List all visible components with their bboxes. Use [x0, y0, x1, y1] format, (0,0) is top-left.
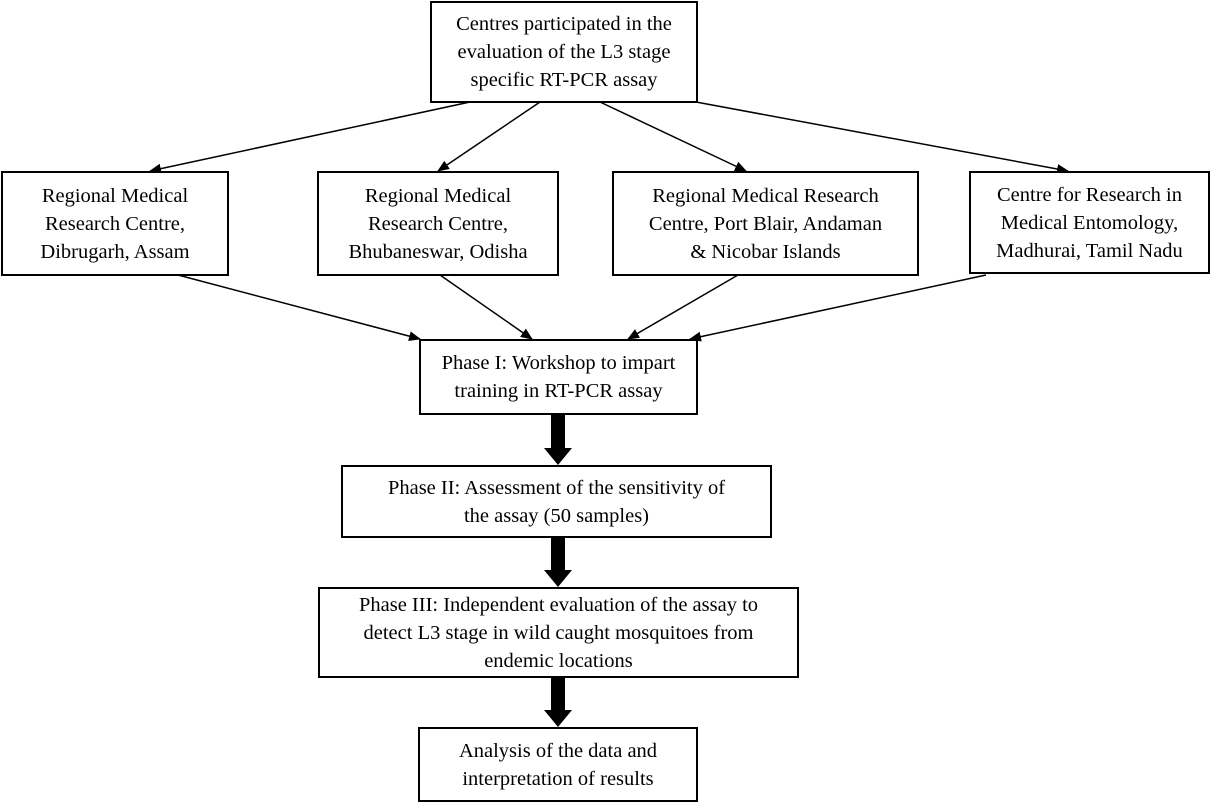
phase2-line-1: Phase II: Assessment of the sensitivity …: [387, 476, 726, 499]
centre-bhubaneswar-line-1: Regional Medical: [364, 184, 512, 207]
centre-box-bhubaneswar: Regional Medical Research Centre, Bhuban…: [317, 171, 559, 276]
top-node-line-1: Centres participated in the: [456, 13, 672, 35]
thick-arrow-phase2-to-phase3: [544, 537, 572, 587]
phase1-line-1: Phase I: Workshop to impart: [441, 352, 676, 374]
centre-port-blair-line-2: Centre, Port Blair, Andaman: [648, 212, 883, 235]
phase1-box: Phase I: Workshop to impart training in …: [419, 339, 698, 415]
arrow-port-blair-to-phase1: [627, 274, 739, 340]
centre-dibrugarh-line-1: Regional Medical: [41, 184, 189, 207]
phase2-box: Phase II: Assessment of the sensitivity …: [341, 465, 772, 538]
arrow-bhubaneswar-to-phase1: [439, 274, 533, 340]
arrow-dibrugarh-to-phase1: [177, 274, 421, 342]
centre-dibrugarh-line-2: Research Centre,: [44, 212, 186, 235]
arrow-top-to-dibrugarh: [149, 101, 471, 174]
arrow-top-to-madhurai: [695, 101, 1069, 174]
analysis-line-1: Analysis of the data and: [458, 739, 658, 762]
centre-box-port-blair: Regional Medical Research Centre, Port B…: [612, 171, 919, 276]
thick-arrow-phase1-to-phase2: [544, 414, 572, 465]
centre-bhubaneswar-line-2: Research Centre,: [367, 212, 509, 235]
top-node-line-2: evaluation of the L3 stage: [457, 41, 671, 63]
centre-madhurai-line-1: Centre for Research in: [997, 183, 1182, 206]
centre-dibrugarh-line-3: Dibrugarh, Assam: [40, 240, 190, 263]
centre-port-blair-line-1: Regional Medical Research: [652, 184, 879, 207]
thick-arrow-phase3-to-analysis: [544, 677, 572, 727]
arrow-top-to-port-blair: [599, 101, 747, 172]
centre-madhurai-line-3: Madhurai, Tamil Nadu: [996, 239, 1183, 262]
arrow-madhurai-to-phase1: [689, 274, 987, 342]
centre-madhurai-line-2: Medical Entomology,: [1000, 211, 1179, 234]
centre-port-blair-line-3: & Nicobar Islands: [690, 240, 841, 263]
analysis-box: Analysis of the data and interpretation …: [418, 727, 698, 802]
centre-bhubaneswar-line-3: Bhubaneswar, Odisha: [348, 240, 528, 263]
top-node-box: Centres participated in the evaluation o…: [430, 1, 698, 103]
phase3-line-3: endemic locations: [484, 649, 633, 672]
analysis-line-2: interpretation of results: [462, 767, 654, 790]
phase3-line-2: detect L3 stage in wild caught mosquitoe…: [363, 621, 754, 644]
phase2-line-2: the assay (50 samples): [463, 504, 650, 527]
phase3-line-1: Phase III: Independent evaluation of the…: [358, 593, 759, 616]
centre-box-madhurai: Centre for Research in Medical Entomolog…: [969, 171, 1210, 274]
top-node-line-3: specific RT-PCR assay: [470, 69, 658, 91]
centre-box-dibrugarh: Regional Medical Research Centre, Dibrug…: [1, 171, 229, 276]
phase3-box: Phase III: Independent evaluation of the…: [318, 587, 799, 678]
arrow-top-to-bhubaneswar: [437, 101, 541, 172]
phase1-line-2: training in RT-PCR assay: [454, 380, 663, 402]
